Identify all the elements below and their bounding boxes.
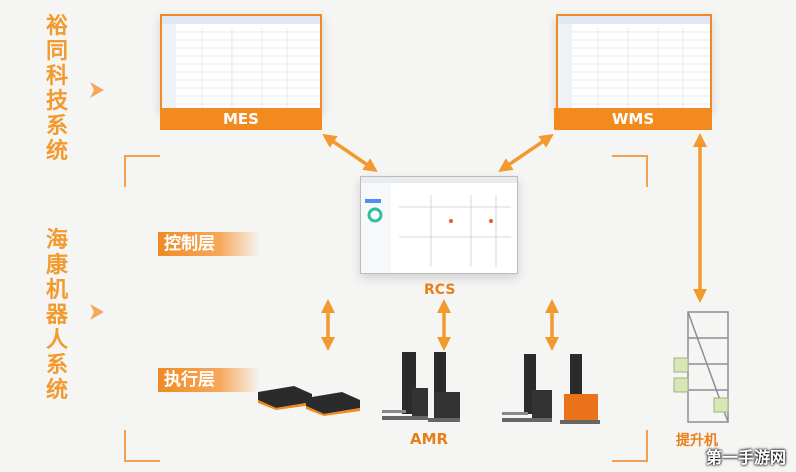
watermark-logo: 第一手游网 (706, 448, 787, 467)
frame-corner-bottom-left (124, 430, 160, 462)
forklift-amr-3 (502, 354, 552, 422)
frame-corner-top-left (124, 155, 160, 187)
side-label-hikrobot-system: 海康机器人系统 (45, 228, 68, 403)
amr-caption: AMR (410, 430, 449, 448)
mes-table-illustration (162, 16, 320, 110)
rcs-screen (360, 176, 518, 274)
wms-screen (556, 14, 712, 112)
mes-label-bar: MES (160, 108, 322, 130)
side-label-yuto-system: 裕同科技系统 (45, 14, 68, 164)
forklift-amr-4 (560, 354, 600, 424)
control-layer-tag: 控制层 (158, 232, 260, 256)
execution-layer-tag: 执行层 (158, 368, 260, 392)
chevron-right-icon (90, 304, 104, 320)
agv-robot-1 (258, 386, 312, 410)
lift-caption: 提升机 (676, 433, 718, 449)
rcs-caption: RCS (424, 282, 456, 298)
vertical-lift-illustration (673, 311, 729, 423)
forklift-amr-2 (428, 352, 460, 422)
wms-label-bar: WMS (554, 108, 712, 130)
forklift-amr-1 (382, 352, 428, 420)
wms-table-illustration (558, 16, 710, 110)
chevron-right-icon (90, 82, 104, 98)
rcs-map-illustration (361, 177, 517, 273)
frame-corner-bottom-right (612, 430, 648, 462)
frame-corner-top-right (612, 155, 648, 187)
agv-robot-2 (306, 392, 360, 416)
